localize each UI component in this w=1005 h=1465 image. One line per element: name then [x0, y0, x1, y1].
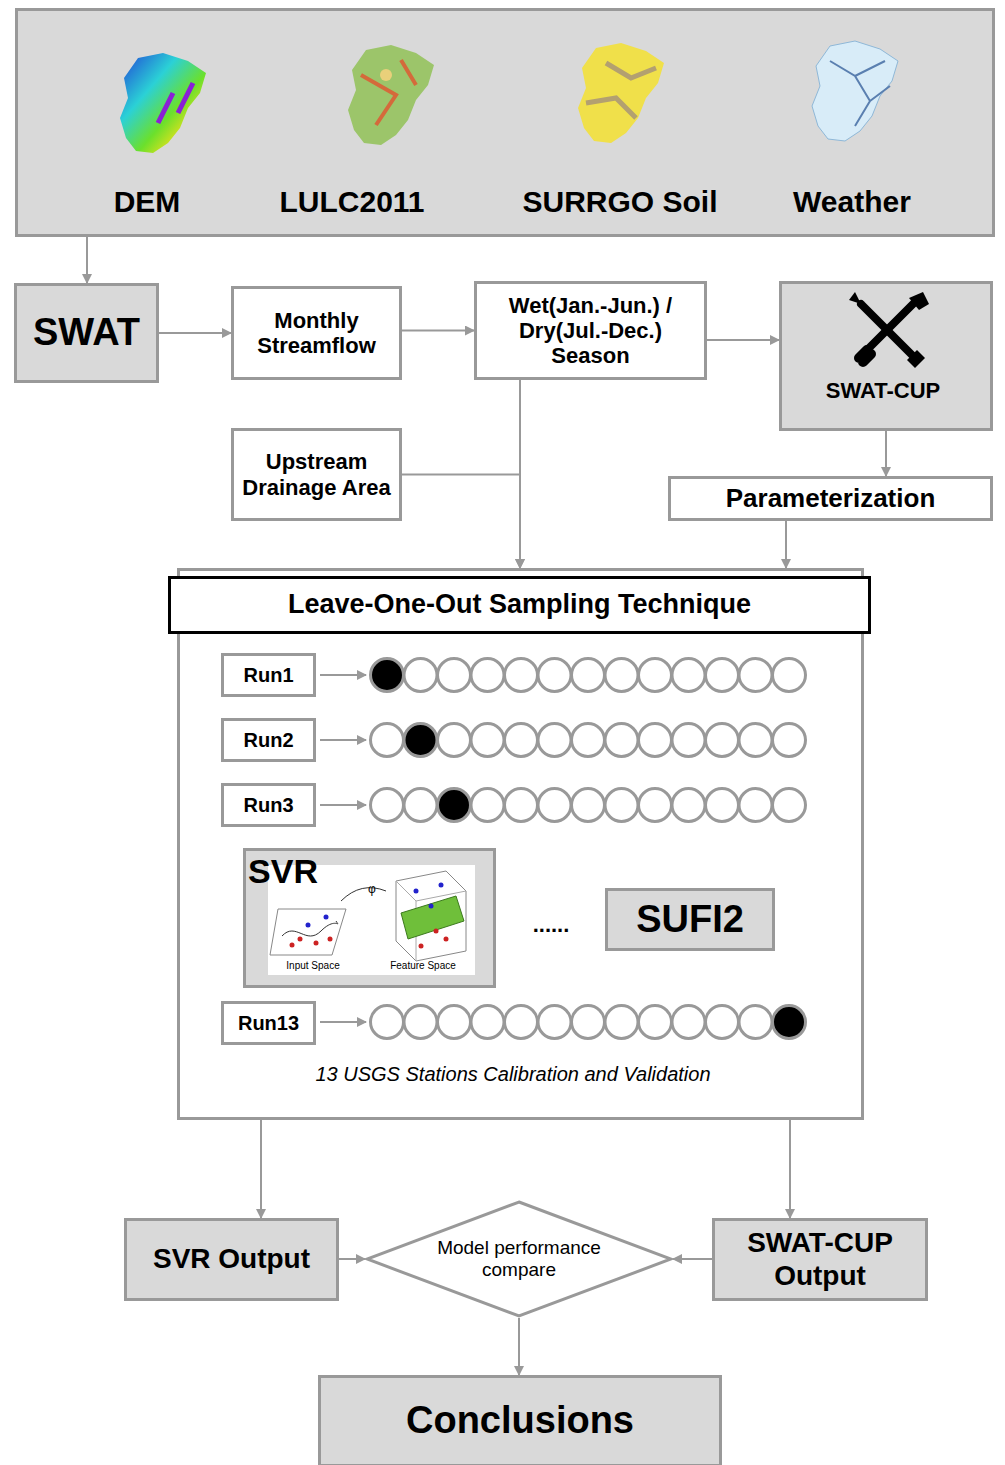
free-label: ...... [533, 912, 570, 938]
flow-arrow [518, 1318, 520, 1375]
node-text: LULC2011 [279, 185, 424, 220]
decision-diamond: Model performance compare [365, 1200, 673, 1318]
node-text: SVR [248, 852, 318, 891]
node-text: Conclusions [406, 1399, 634, 1443]
flow-arrow [260, 1120, 262, 1218]
flow-arrow [86, 237, 88, 283]
node-text: Upstream Drainage Area [242, 449, 391, 500]
flow-arrow [789, 1120, 791, 1218]
free-label: φ [368, 882, 376, 896]
node-text: DEM [114, 185, 181, 220]
node-text: Run2 [244, 729, 294, 752]
run-box: Run13 [221, 1001, 316, 1045]
node-text: SVR Output [153, 1243, 310, 1275]
title-box: Leave-One-Out Sampling Technique [168, 576, 871, 634]
process-box: Wet(Jan.-Jun.) / Dry(Jul.-Dec.) Season [474, 281, 707, 380]
flow-arrow [402, 475, 520, 569]
process-box: Parameterization [668, 476, 993, 521]
process-box: SWAT [14, 283, 159, 383]
node-text: Run1 [244, 664, 294, 687]
conclusion-box: Conclusions [318, 1375, 722, 1465]
tool-box: SWAT-CUP [779, 281, 993, 431]
flow-arrow [339, 1258, 365, 1260]
node-text: Run3 [244, 794, 294, 817]
node-text: SURRGO Soil [522, 185, 717, 220]
flow-arrow [707, 339, 779, 341]
node-text: SWAT-CUP [826, 378, 940, 403]
input-band: DEM LULC2011 SURRGO Soil Weather [15, 8, 995, 237]
wrench-icon [782, 284, 996, 434]
flow-arrow [673, 1258, 712, 1260]
node-text: 13 USGS Stations Calibration and Validat… [315, 1063, 710, 1086]
node-text: Input Space [286, 960, 339, 972]
flow-arrow [402, 330, 474, 332]
node-text: Wet(Jan.-Jun.) / Dry(Jul.-Dec.) Season [485, 293, 696, 369]
flow-arrow [885, 431, 887, 476]
node-text: Monthly Streamflow [242, 308, 391, 359]
node-text: Run13 [238, 1012, 299, 1035]
process-box: Monthly Streamflow [231, 286, 402, 380]
node-text: SUFI2 [636, 898, 744, 942]
output-box: SVR Output [124, 1218, 339, 1301]
model-box: SUFI2 [605, 888, 775, 951]
flow-arrow [785, 521, 787, 568]
node-text: Model performance compare [435, 1237, 603, 1281]
node-text: Feature Space [390, 960, 456, 972]
model-box: SVR Input Space Feature Space φ [243, 848, 496, 988]
node-text: Weather [793, 185, 911, 220]
output-box: SWAT-CUP Output [712, 1218, 928, 1301]
node-text: Leave-One-Out Sampling Technique [288, 589, 751, 620]
node-text: SWAT [33, 311, 140, 355]
run-box: Run3 [221, 783, 316, 827]
node-text: Parameterization [726, 484, 936, 514]
run-box: Run2 [221, 718, 316, 762]
flow-arrow [159, 332, 231, 334]
process-box: Upstream Drainage Area [231, 428, 402, 521]
node-text: SWAT-CUP Output [723, 1227, 917, 1291]
sampling-panel: 13 USGS Stations Calibration and Validat… [177, 568, 864, 1120]
run-box: Run1 [221, 653, 316, 697]
